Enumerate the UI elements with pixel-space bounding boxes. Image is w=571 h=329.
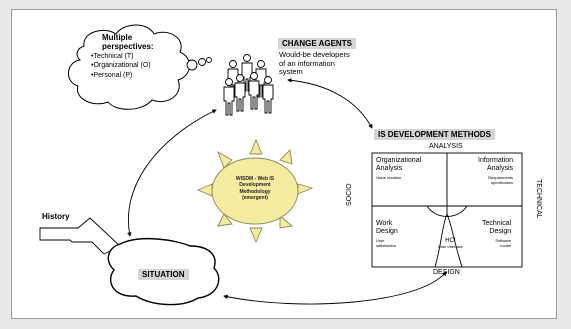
quadrant-information-analysis: Information Analysis Requirements specif… <box>478 157 513 186</box>
axis-socio: SOCIO <box>346 183 353 206</box>
work-design-sub2: satisfaction <box>376 242 397 248</box>
perspectives-title-line2: perspectives: <box>102 42 154 52</box>
hci-line1: HCI <box>445 238 456 244</box>
change-agents-desc-line3: system <box>279 67 303 77</box>
work-design-line2: Design <box>376 228 398 236</box>
wisdm-line3: Methodology <box>239 188 271 195</box>
tech-design-line2: Design <box>489 228 512 236</box>
work-design-line1: Work <box>376 220 393 227</box>
work-design-sub1: User <box>376 238 385 244</box>
people-group-icon <box>223 54 274 116</box>
quadrant-organizational-analysis: Organizational Analysis Value creation <box>376 157 421 181</box>
perspective-technical: •Technical (T) <box>91 53 134 60</box>
axis-technical: TECHNICAL <box>535 179 542 219</box>
quadrant-hci: HCI User interface <box>438 238 463 250</box>
connector-arrows <box>127 78 447 305</box>
wisdm-label: WISDM - Web IS Development Methodology (… <box>229 176 281 201</box>
quadrant-technical-design: Technical Design Software model <box>482 220 511 249</box>
history-label: History <box>42 212 70 221</box>
tech-design-sub1: Software <box>495 238 512 244</box>
info-analysis-line1: Information <box>478 157 514 164</box>
perspectives-title-line1: Multiple <box>102 33 133 42</box>
org-analysis-sub: Value creation <box>376 175 402 181</box>
diagram-artwork <box>39 24 523 306</box>
is-methods-title: IS DEVELOPMENT METHODS <box>374 129 495 140</box>
perspectives-list: •Technical (T) •Organizational (O) •Pers… <box>91 52 151 80</box>
change-agents-description: Would-be developers of an information sy… <box>279 50 350 77</box>
diagram-frame: Multiple perspectives: •Technical (T) •O… <box>11 9 557 319</box>
info-analysis-line2: Analysis <box>486 165 514 173</box>
change-agents-title: CHANGE AGENTS <box>278 38 356 49</box>
situation-label: SITUATION <box>138 269 189 280</box>
org-analysis-line2: Analysis <box>376 165 403 173</box>
org-analysis-line1: Organizational <box>376 157 422 164</box>
perspective-personal: •Personal (P) <box>91 71 133 79</box>
wisdm-line4: (emergent) <box>242 194 268 201</box>
axis-analysis: ANALYSIS <box>429 143 463 150</box>
wisdm-line1: WISDM - Web IS <box>235 176 275 182</box>
change-agents-desc-line1: Would-be developers <box>279 50 350 59</box>
perspectives-cloud <box>68 24 212 110</box>
change-agents-desc-line2: of an information <box>279 58 335 68</box>
quadrant-work-design: Work Design User satisfaction <box>376 220 398 249</box>
wisdm-line2: Development <box>239 182 271 189</box>
perspectives-title: Multiple perspectives: <box>102 33 154 51</box>
history-arrow-icon <box>39 217 121 255</box>
info-analysis-sub1: Requirements <box>488 175 514 181</box>
axis-design: DESIGN <box>433 269 460 276</box>
perspective-organizational: •Organizational (O) <box>91 62 151 70</box>
tech-design-line1: Technical <box>482 220 512 227</box>
info-analysis-sub2: specification <box>491 179 514 185</box>
hci-line2: User interface <box>438 243 463 249</box>
methods-quadrant-box <box>371 152 523 268</box>
tech-design-sub2: model <box>500 242 512 248</box>
